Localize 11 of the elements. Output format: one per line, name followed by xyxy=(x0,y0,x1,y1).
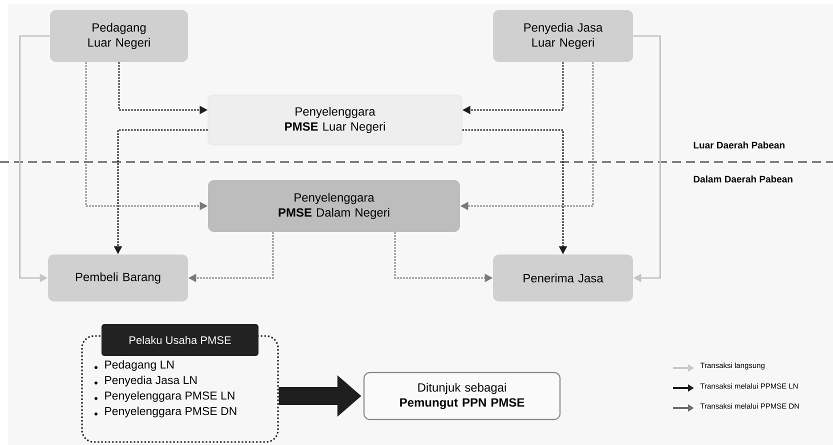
zone-label: Luar Daerah Pabean xyxy=(694,142,784,148)
group-box: Pelaku Usaha PMSE Pedagang LN Penyedia Jasa LN Penyelenggara PMSE LN Penyelenggara PMSE DN xyxy=(81,324,279,443)
process-box: Penerima Jasa xyxy=(493,254,633,302)
zone-label: Dalam Daerah Pabean xyxy=(694,176,792,182)
process-box: Pembeli Barang xyxy=(48,254,188,302)
process-box: Penyedia Jasa Luar Negeri xyxy=(493,10,633,62)
arrow xyxy=(633,35,661,282)
process-box: Penyelenggara PMSE Dalam Negeri xyxy=(208,180,460,232)
process-box: Pedagang Luar Negeri xyxy=(50,10,188,62)
process-box: Ditunjuk sebagai Pemungut PPN PMSE xyxy=(363,372,561,420)
process-box: Penyelenggara PMSE Luar Negeri xyxy=(208,94,462,146)
